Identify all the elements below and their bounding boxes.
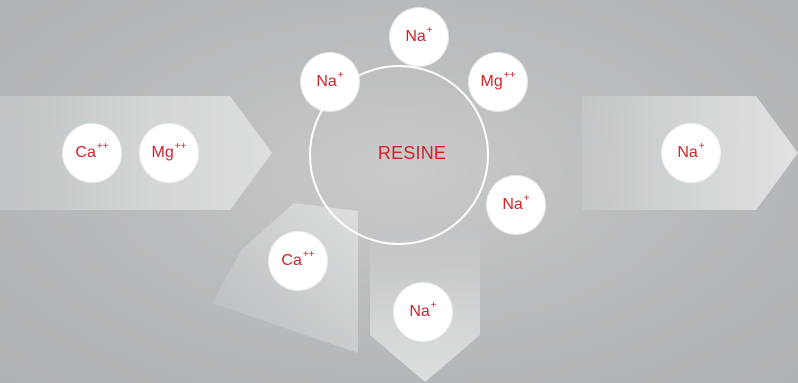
ion-charge: ++	[302, 249, 315, 260]
ion-ca-lower: Ca ++	[269, 232, 327, 290]
ion-mg-left: Mg ++	[140, 124, 198, 182]
input-arrow-shape	[0, 96, 272, 210]
input-arrow	[0, 96, 272, 210]
resin-label: RESINE	[377, 143, 447, 163]
ion-charge: ++	[174, 141, 187, 152]
ion-symbol: Na	[409, 303, 430, 320]
ion-symbol: Mg	[151, 144, 174, 161]
ion-symbol: Na	[677, 144, 698, 161]
ion-ca-left: Ca ++	[63, 124, 121, 182]
ion-charge: +	[430, 300, 437, 311]
ion-charge: ++	[96, 141, 109, 152]
ion-symbol: Na	[502, 196, 523, 213]
ion-symbol: Ca	[281, 252, 302, 269]
ion-na-output: Na +	[662, 124, 720, 182]
ion-na-ring-right: Na +	[487, 176, 545, 234]
ion-na-lower: Na +	[394, 283, 452, 341]
ion-na-top: Na +	[390, 8, 448, 66]
ion-symbol: Mg	[480, 73, 503, 90]
ion-symbol: Ca	[75, 144, 96, 161]
ion-symbol: Na	[316, 73, 337, 90]
ion-symbol: Na	[405, 28, 426, 45]
resin-ring	[309, 65, 489, 245]
ion-charge: +	[523, 193, 530, 204]
ion-na-upper-left: Na +	[301, 53, 359, 111]
ion-charge: +	[698, 141, 705, 152]
ion-charge: +	[337, 70, 344, 81]
ion-mg-upper-right: Mg ++	[469, 53, 527, 111]
ion-charge: +	[426, 25, 433, 36]
ion-charge: ++	[503, 70, 516, 81]
